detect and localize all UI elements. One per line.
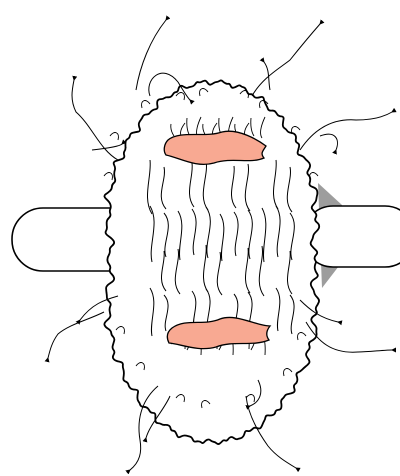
curled-hair-with-arrow-2 bbox=[72, 80, 118, 160]
curled-hair-with-arrow-0 bbox=[136, 20, 166, 90]
top-salmon-band bbox=[164, 131, 266, 164]
curled-hair-with-arrow-3 bbox=[92, 144, 122, 150]
membrane-curl-0 bbox=[142, 101, 150, 108]
membrane-curl-5 bbox=[110, 133, 118, 140]
curled-hair-with-arrow-10 bbox=[306, 322, 392, 352]
right-handle[interactable] bbox=[303, 206, 400, 267]
curled-hair-with-arrow-7 bbox=[320, 134, 337, 150]
curled-hair-with-arrow-8 bbox=[48, 312, 104, 358]
curled-hair-with-arrow-4 bbox=[252, 24, 320, 96]
curled-hair-with-arrow-6 bbox=[300, 112, 392, 150]
membrane-curl-7 bbox=[104, 173, 112, 180]
